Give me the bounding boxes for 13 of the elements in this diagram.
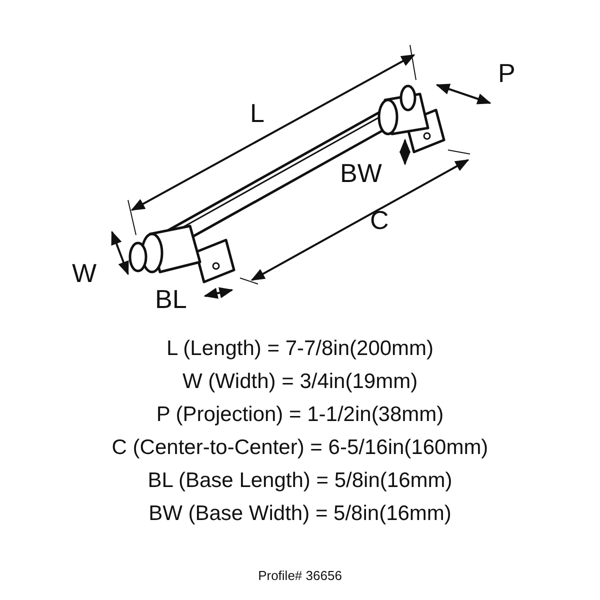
part-number: Profile# 36656 xyxy=(258,568,342,583)
dimension-spec: P (Projection) = 1-1/2in(38mm) xyxy=(156,403,444,427)
dimension-label: L xyxy=(250,98,264,129)
dimension-spec: C (Center-to-Center) = 6-5/16in(160mm) xyxy=(112,436,488,460)
dimension-spec: BW (Base Width) = 5/8in(16mm) xyxy=(148,502,452,526)
dimension-label: C xyxy=(370,205,389,236)
dimension-spec: L (Length) = 7-7/8in(200mm) xyxy=(166,337,434,361)
dimension-label: BL xyxy=(155,284,187,315)
dimension-spec: W (Width) = 3/4in(19mm) xyxy=(182,370,418,394)
dimension-spec: BL (Base Length) = 5/8in(16mm) xyxy=(148,469,452,493)
dimension-label: P xyxy=(498,58,516,89)
dimension-label: BW xyxy=(340,158,382,189)
dimension-label: W xyxy=(72,258,97,289)
